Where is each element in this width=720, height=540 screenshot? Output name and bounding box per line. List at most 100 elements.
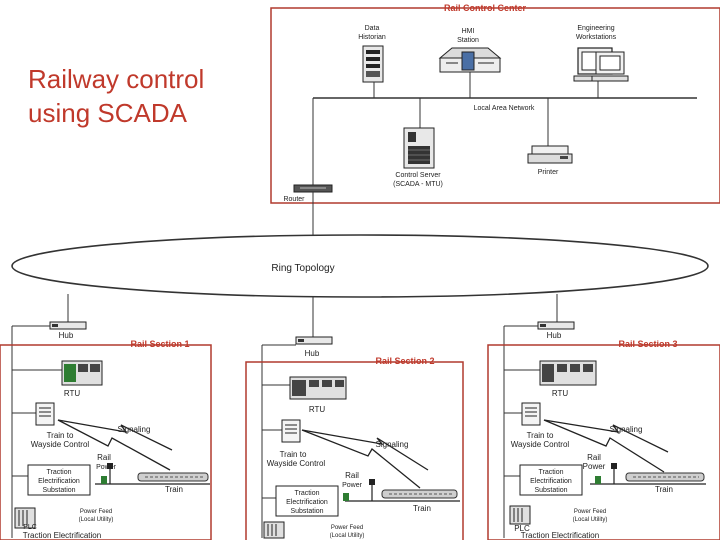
control-server-label-2: (SCADA - MTU) (393, 181, 443, 188)
section-1-wayside-label-2: Wayside Control (31, 440, 90, 449)
section-2-signaling-label: Signaling (376, 440, 409, 449)
section-3-rail-power-label-2: Power (583, 462, 606, 471)
section-1-substation-label-2: Electrification (38, 478, 80, 485)
section-2-wayside-label-2: Wayside Control (267, 459, 326, 468)
engineering-workstations: Engineering Workstations (573, 25, 629, 82)
section-2-title: Rail Section 2 (375, 356, 434, 366)
signal-post-icon (611, 463, 617, 484)
rail-section-2: Hub Rail Section 2 RTU Train to Wayside … (245, 336, 464, 540)
section-2-rail-power-label-1: Rail (345, 471, 359, 480)
plc-icon (263, 521, 285, 539)
section-3-power-feed-label-1: Power Feed (574, 509, 606, 515)
lan-label: Local Area Network (474, 105, 535, 112)
hmi-station-label-2: Station (457, 37, 479, 44)
plc-icon (509, 505, 531, 525)
section-3-plc-label: PLC (514, 524, 530, 533)
section-2-train-label: Train (413, 504, 431, 513)
section-3-train-label: Train (655, 485, 673, 494)
section-3-rtu-label: RTU (552, 389, 569, 398)
section-3-frame (487, 344, 720, 540)
section-3-hub-label: Hub (547, 331, 562, 340)
train-icon (625, 472, 705, 482)
section-3-wayside-label-1: Train to (527, 431, 554, 440)
slide-title-line-1: Railway control (28, 64, 205, 94)
control-server: Control Server (SCADA - MTU) (393, 127, 443, 188)
section-2-substation-box (275, 485, 339, 517)
section-3-bottom-caption: Traction Electrification (521, 531, 599, 540)
engineering-workstations-label-2: Workstations (576, 34, 617, 41)
rail-section-3: Hub Rail Section 3 RTU Train to Wayside … (487, 321, 720, 540)
data-historian: Data Historian (358, 25, 386, 83)
train-icon (137, 472, 209, 482)
section-1-rail-power-label-1: Rail (97, 453, 111, 462)
section-3-signaling-label: Signaling (610, 425, 643, 434)
hmi-station: HMI Station (438, 28, 502, 73)
printer: Printer (527, 145, 573, 176)
substation-power-icon (101, 476, 107, 484)
section-2-wayside-label-1: Train to (280, 450, 307, 459)
section-3-substation-box (519, 464, 583, 496)
section-1-signaling-wave (57, 419, 171, 471)
hub-icon (49, 321, 87, 330)
signal-post-icon (369, 479, 375, 501)
section-2-substation-label-3: Substation (290, 508, 323, 515)
router-icon (293, 184, 333, 193)
substation-power-icon (595, 476, 601, 484)
printer-label: Printer (538, 169, 559, 176)
section-2-hub-label: Hub (305, 349, 320, 358)
rtu-icon (289, 376, 347, 400)
control-center-frame (270, 7, 720, 204)
control-center-title: Rail Control Center (444, 3, 527, 13)
rail-control-center: Rail Control Center Data Historian HMI S… (270, 3, 720, 204)
section-3-rail-power-label-1: Rail (587, 453, 601, 462)
wayside-controller-icon (521, 402, 541, 426)
section-3-title: Rail Section 3 (618, 339, 677, 349)
section-2-substation-label-1: Traction (294, 490, 319, 497)
section-1-power-feed-label-1: Power Feed (80, 509, 112, 515)
rtu-icon (539, 360, 597, 386)
section-3-signaling-wave (543, 419, 665, 473)
section-3-wayside-label-2: Wayside Control (511, 440, 570, 449)
control-server-icon (403, 127, 435, 169)
section-1-substation-label-1: Traction (46, 469, 71, 476)
ring-label: Ring Topology (271, 263, 334, 274)
section-1-signaling-label: Signaling (118, 425, 151, 434)
section-1-wayside-label-1: Train to (47, 431, 74, 440)
section-3-substation-label-2: Electrification (530, 478, 572, 485)
plc-icon (14, 507, 36, 529)
section-1-frame (0, 344, 212, 540)
hub-icon (295, 336, 333, 345)
rail-section-1: Hub Rail Section 1 RTU Train to Wayside … (0, 321, 212, 540)
section-2-power-feed-label-2: (Local Utility) (330, 533, 365, 539)
section-2-substation-label-2: Electrification (286, 499, 328, 506)
train-icon (381, 489, 458, 499)
workstation-icon (573, 47, 629, 82)
section-2-frame (245, 361, 464, 540)
slide-title: Railway control using SCADA (28, 62, 258, 130)
section-1-hub-label: Hub (59, 331, 74, 340)
section-2-power-feed-label-1: Power Feed (331, 525, 363, 531)
section-1-plc-label: PLC (23, 524, 37, 531)
section-1-substation-label-3: Substation (42, 487, 75, 494)
section-2-rtu-label: RTU (309, 405, 326, 414)
section-2-rail-power-label-2: Power (342, 482, 363, 489)
control-server-label-1: Control Server (395, 172, 441, 179)
section-1-train-label: Train (165, 485, 183, 494)
wayside-controller-icon (281, 419, 301, 443)
lan-bus (312, 72, 697, 185)
section-1-substation-box (27, 464, 91, 496)
data-historian-label-1: Data (365, 25, 380, 32)
router-label: Router (283, 196, 305, 203)
section-3-substation-label-1: Traction (538, 469, 563, 476)
ring-topology: Ring Topology (11, 192, 709, 337)
section-1-power-feed-label-2: (Local Utility) (79, 517, 114, 523)
printer-icon (527, 145, 573, 164)
data-historian-label-2: Historian (358, 34, 386, 41)
ring-ellipse (11, 234, 709, 298)
engineering-workstations-label-1: Engineering (577, 25, 614, 32)
section-1-bottom-caption: Traction Electrification (23, 531, 101, 540)
section-3-power-feed-label-2: (Local Utility) (573, 517, 608, 523)
server-tower-icon (362, 45, 384, 83)
signal-post-icon (107, 463, 113, 484)
